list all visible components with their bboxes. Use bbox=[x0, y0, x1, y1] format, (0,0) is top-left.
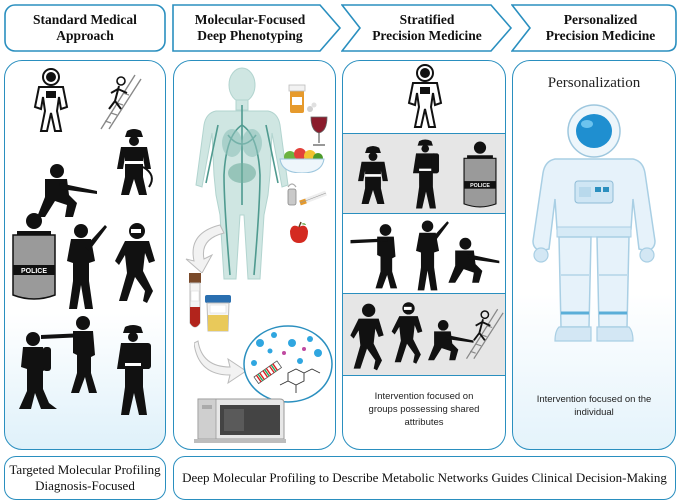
soldier-icon bbox=[67, 224, 107, 309]
personalized-caption: Intervention focused on the individual bbox=[536, 394, 652, 418]
header-label: Standard Medical Approach bbox=[33, 12, 137, 43]
group-band-mixed bbox=[343, 293, 505, 375]
test-tube-icon bbox=[189, 273, 201, 328]
pill-bottle-icon bbox=[288, 84, 317, 113]
astronaut-icon bbox=[33, 68, 69, 132]
climber-icon bbox=[465, 308, 504, 360]
police-shield-icon: POLICE bbox=[12, 213, 56, 300]
police-label: POLICE bbox=[470, 183, 490, 189]
bottom-targeted-profiling: Targeted Molecular Profiling Diagnosis-F… bbox=[4, 456, 166, 500]
astronaut-icon bbox=[407, 64, 443, 128]
bottom-deep-profiling: Deep Molecular Profiling to Describe Met… bbox=[173, 456, 676, 500]
group-band-firefighters: POLICE bbox=[343, 133, 505, 213]
soldier-icon bbox=[41, 316, 97, 393]
soldier-icon bbox=[37, 164, 97, 217]
astronaut-icon bbox=[532, 104, 656, 342]
climber-icon bbox=[100, 74, 142, 130]
cigarette-icon bbox=[287, 183, 327, 206]
header-personalized-precision: Personalized Precision Medicine bbox=[511, 4, 678, 52]
police-shield-icon: POLICE bbox=[463, 141, 497, 208]
header-label: Molecular-Focused Deep Phenotyping bbox=[194, 12, 306, 43]
diver-icon bbox=[19, 332, 57, 409]
firefighter-icon bbox=[412, 139, 440, 209]
panel-standard-approach: POLICE bbox=[4, 60, 166, 450]
bottom-left-label: Targeted Molecular Profiling Diagnosis-F… bbox=[9, 462, 161, 493]
apple-icon bbox=[290, 221, 308, 243]
panel-stratified-precision: POLICE bbox=[342, 60, 506, 450]
header-standard-medical-approach: Standard Medical Approach bbox=[4, 4, 166, 52]
soldier-icon bbox=[350, 224, 398, 289]
runner-icon bbox=[391, 302, 423, 364]
group-band-caption: Intervention focused on groups possessin… bbox=[343, 375, 505, 449]
firefighter-icon bbox=[117, 129, 153, 195]
header-label: Personalized Precision Medicine bbox=[545, 12, 656, 43]
arrow-icon bbox=[185, 224, 225, 273]
group-band-soldiers bbox=[343, 213, 505, 293]
group-band-astronaut bbox=[343, 61, 505, 133]
mass-spectrometer-icon bbox=[194, 398, 286, 443]
human-body-icon bbox=[195, 67, 289, 280]
header-molecular-focused: Molecular-Focused Deep Phenotyping bbox=[172, 4, 342, 52]
bottom-right-label: Deep Molecular Profiling to Describe Met… bbox=[182, 470, 667, 485]
panel-deep-phenotyping bbox=[173, 60, 336, 450]
stratified-caption: Intervention focused on groups possessin… bbox=[368, 391, 480, 428]
personalization-title: Personalization bbox=[547, 75, 641, 91]
specimen-cup-icon bbox=[205, 295, 231, 332]
salad-bowl-icon bbox=[279, 148, 325, 173]
soldier-icon bbox=[428, 320, 474, 361]
arrow-icon bbox=[194, 340, 247, 385]
soldier-icon bbox=[416, 220, 449, 291]
firefighter-icon bbox=[358, 145, 388, 205]
runner-icon bbox=[115, 223, 155, 303]
firefighter-icon bbox=[117, 325, 151, 415]
panel-personalized: Personalization Intervention focused on … bbox=[512, 60, 676, 450]
header-label: Stratified Precision Medicine bbox=[372, 12, 482, 43]
header-stratified-precision: Stratified Precision Medicine bbox=[341, 4, 513, 52]
runner-icon bbox=[350, 303, 384, 371]
soldier-icon bbox=[448, 237, 500, 283]
police-label: POLICE bbox=[21, 268, 47, 275]
molecule-network-icon bbox=[243, 325, 333, 403]
wine-glass-icon bbox=[310, 116, 328, 146]
